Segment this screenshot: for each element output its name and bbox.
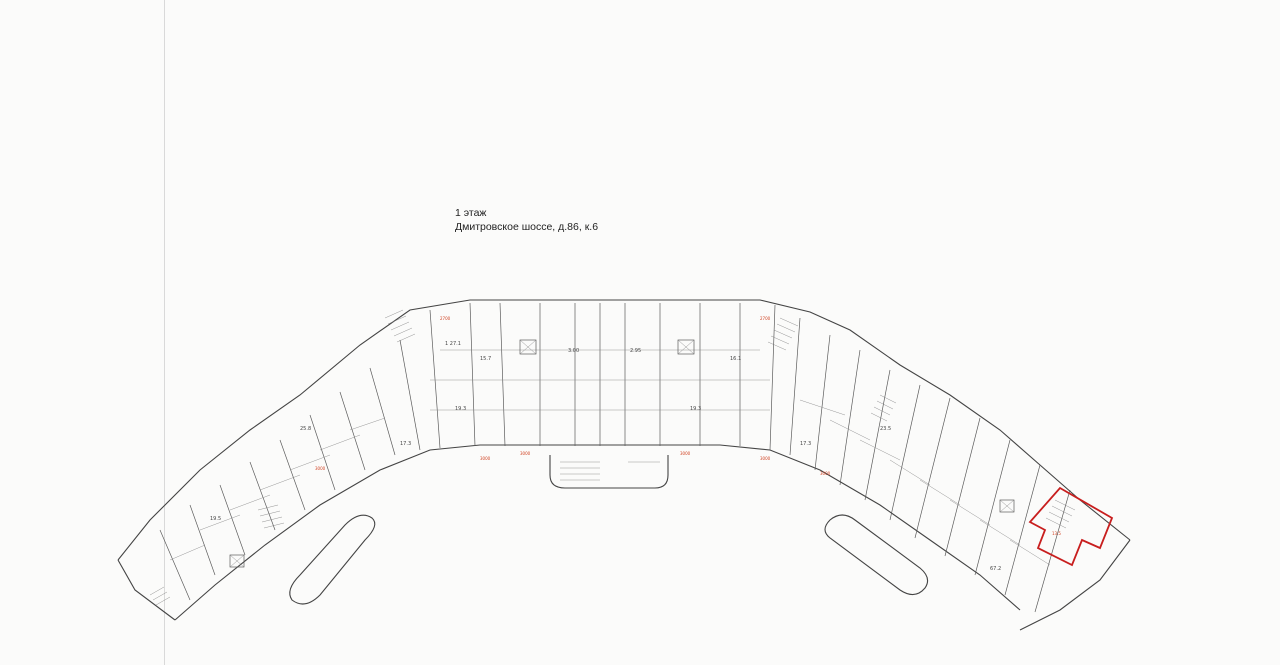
dimension-marks: 3000 3000 3000 3000 3000 3000 2700 2700 <box>315 316 831 476</box>
svg-text:3000: 3000 <box>820 471 831 476</box>
svg-text:2.95: 2.95 <box>630 348 641 354</box>
building-outline <box>117 299 1131 631</box>
svg-text:19.3: 19.3 <box>690 406 701 412</box>
highlighted-unit: 13.5 <box>1028 486 1114 567</box>
svg-text:16.1: 16.1 <box>730 356 741 362</box>
svg-text:13.5: 13.5 <box>1052 531 1061 536</box>
svg-text:3000: 3000 <box>760 456 771 461</box>
elevator-shafts <box>229 339 1015 568</box>
svg-text:2700: 2700 <box>760 316 771 321</box>
entrance-porches <box>289 455 929 605</box>
svg-text:19.3: 19.3 <box>455 406 466 412</box>
room-partitions <box>159 302 1071 613</box>
svg-text:3000: 3000 <box>315 466 326 471</box>
svg-text:2700: 2700 <box>440 316 451 321</box>
address-label: Дмитровское шоссе, д.86, к.6 <box>455 221 599 233</box>
room-area-numbers: 1 27.1 15.7 3.00 2.95 16.1 19.3 19.3 25.… <box>210 341 1001 572</box>
floor-label: 1 этаж <box>455 207 487 219</box>
svg-text:17.3: 17.3 <box>800 441 811 447</box>
svg-text:23.5: 23.5 <box>880 426 891 432</box>
plan-caption: 1 этаж Дмитровское шоссе, д.86, к.6 <box>455 206 598 234</box>
svg-text:15.7: 15.7 <box>480 356 491 362</box>
svg-text:19.5: 19.5 <box>210 516 221 522</box>
svg-text:3000: 3000 <box>480 456 491 461</box>
stair-hatching <box>149 309 1076 606</box>
svg-text:17.3: 17.3 <box>400 441 411 447</box>
svg-text:3.00: 3.00 <box>568 348 579 354</box>
svg-text:1 27.1: 1 27.1 <box>445 341 461 347</box>
svg-text:3000: 3000 <box>520 451 531 456</box>
svg-text:3000: 3000 <box>680 451 691 456</box>
left-margin-line <box>164 0 165 665</box>
svg-text:25.8: 25.8 <box>300 426 311 432</box>
svg-text:67.2: 67.2 <box>990 566 1001 572</box>
